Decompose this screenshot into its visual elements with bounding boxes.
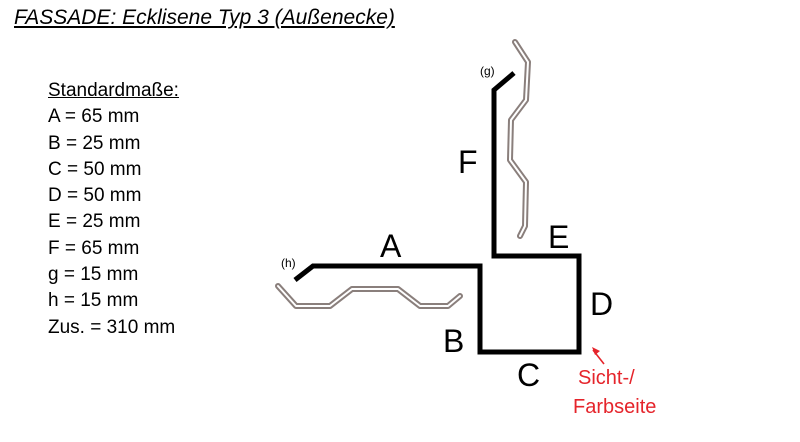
label-h: (h) <box>281 256 296 270</box>
visible-side-label-line2: Farbseite <box>573 396 656 418</box>
dimension-item-b: B = 25 mm <box>48 132 141 154</box>
label-e: E <box>548 219 569 255</box>
label-c: C <box>517 357 540 393</box>
label-g: (g) <box>480 64 495 78</box>
label-f: F <box>458 144 478 180</box>
page-title: FASSADE: Ecklisene Typ 3 (Außenecke) <box>14 6 395 29</box>
dimension-heading: Standardmaße: <box>48 80 179 101</box>
profile-line <box>293 71 582 355</box>
visible-side-arrow <box>592 347 605 365</box>
cladding-panel-vertical <box>507 39 531 239</box>
dimension-item-e: E = 25 mm <box>48 211 141 233</box>
dimension-item-c: C = 50 mm <box>48 158 142 180</box>
dimension-item-a: A = 65 mm <box>48 106 140 128</box>
dimension-item-d: D = 50 mm <box>48 185 142 207</box>
dimension-item-h: h = 15 mm <box>48 290 139 312</box>
dimension-item-total: Zus. = 310 mm <box>48 316 176 338</box>
cladding-panel-horizontal <box>275 283 463 309</box>
label-b: B <box>443 323 464 359</box>
visible-side-label-line1: Sicht-/ <box>578 367 635 389</box>
dimension-item-f: F = 65 mm <box>48 237 140 259</box>
label-d: D <box>590 286 613 322</box>
dimension-list: Standardmaße: A = 65 mm B = 25 mm C = 50… <box>48 78 179 341</box>
label-a: A <box>380 228 402 264</box>
dimension-item-g: g = 15 mm <box>48 264 139 286</box>
